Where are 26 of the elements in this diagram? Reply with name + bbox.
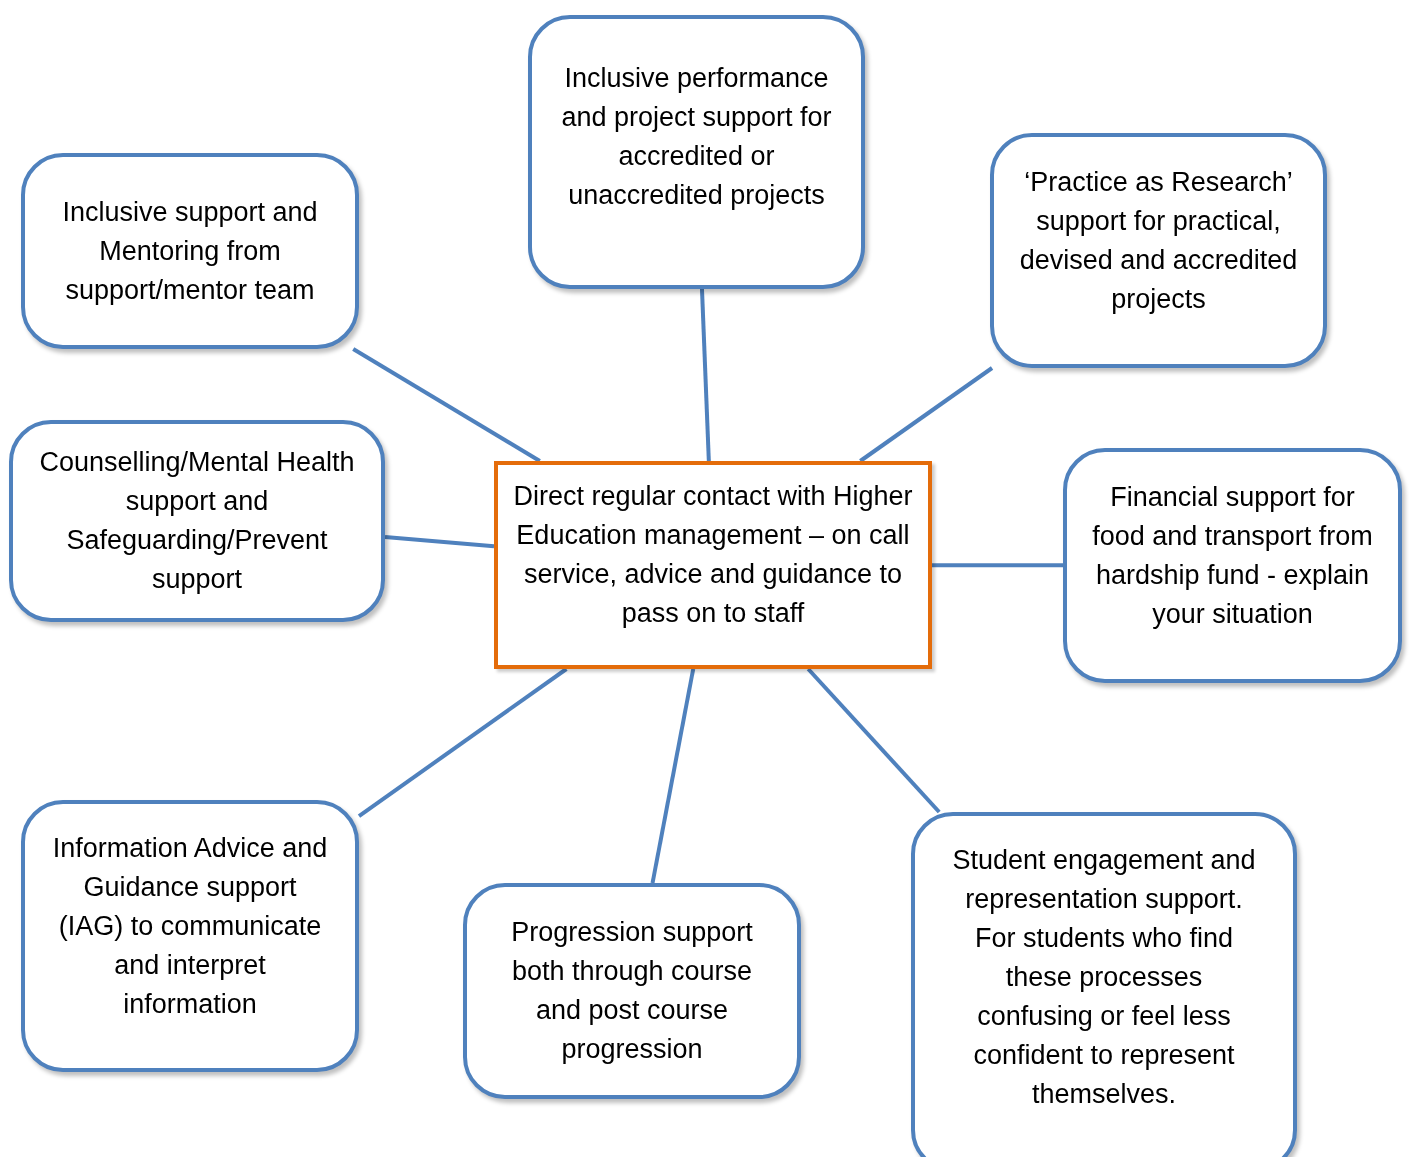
box-text: Information Advice and Guidance support (IAG) to communicate and interpret information [51, 831, 329, 1021]
support-box [21, 153, 359, 349]
connector-line [650, 668, 696, 884]
connector-line [352, 347, 541, 463]
box-text: Financial support for food and transport from hardship fund - explain your situation [1091, 480, 1374, 631]
connector-line [859, 366, 994, 463]
box-text: Direct regular contact with Higher Education management – on call service, advice and guidance to pass on to staff [512, 480, 914, 630]
box-text: Inclusive performance and project support for accredited or unaccredited projects [560, 62, 833, 212]
support-box [1063, 448, 1402, 683]
connector-line [699, 288, 711, 462]
support-box [528, 15, 865, 289]
box-text: Counselling/Mental Health support and Safeguarding/Prevent support [38, 446, 356, 596]
box-text: Progression support both through course and post course progression [510, 916, 754, 1066]
box-text: ‘Practice as Research’ support for practical, devised and accredited projects [1018, 165, 1299, 316]
connector-line [932, 563, 1063, 568]
connector-line [806, 667, 941, 814]
box-text: Student engagement and representation support. For students who find these processes confusing or feel less confident to represent themselves. [951, 843, 1257, 1111]
support-box [911, 812, 1297, 1157]
support-box [21, 800, 359, 1072]
support-box [463, 883, 801, 1099]
connector-line [357, 667, 568, 818]
connector-line [384, 535, 495, 549]
support-box [990, 133, 1327, 368]
box-text: Inclusive support and Mentoring from support/mentor team [61, 195, 319, 307]
central-box [494, 461, 932, 669]
support-box [9, 420, 385, 622]
